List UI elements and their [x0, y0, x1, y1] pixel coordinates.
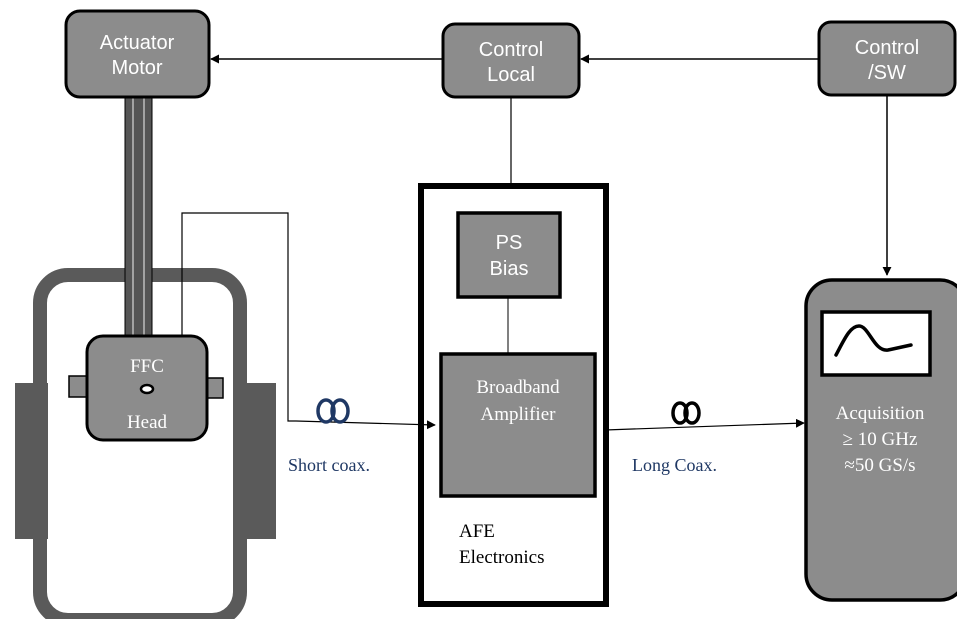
amplifier-label-2: Amplifier: [481, 404, 557, 425]
short-coax-coil-icon: [316, 398, 350, 424]
ffc-head: FFC Head: [68, 334, 224, 442]
acquisition-label-3: ≈50 GS/s: [844, 455, 915, 476]
control-local-label-2: Local: [487, 64, 535, 86]
long-coax-label: Long Coax.: [632, 455, 717, 475]
chamber-right-flange: [243, 383, 276, 539]
control-sw-label-2: /SW: [868, 62, 906, 84]
head-signal-wire: [181, 212, 296, 422]
actuator-shaft: [124, 94, 153, 341]
ffc-head-label-2: Head: [127, 412, 168, 433]
ps-bias-label-1: PS: [496, 232, 523, 254]
actuator-label-2: Motor: [111, 57, 162, 79]
afe-label-2: Electronics: [459, 547, 544, 568]
long-coax-coil-icon: [671, 401, 701, 425]
short-coax-label: Short coax.: [288, 455, 370, 475]
acquisition-label-2: ≥ 10 GHz: [843, 429, 918, 450]
head-left-tab: [68, 375, 88, 398]
ps-bias-block: PS Bias: [456, 211, 562, 299]
ps-bias-label-2: Bias: [490, 258, 529, 280]
control-local-label-1: Control: [479, 39, 543, 61]
broadband-amplifier-block: Broadband Amplifier: [439, 352, 597, 498]
control-sw-label-1: Control: [855, 37, 919, 59]
short-coax-cable: Short coax.: [288, 398, 436, 475]
afe-label-1: AFE: [459, 521, 495, 542]
amplifier-label-1: Broadband: [476, 377, 560, 398]
control-local-block: Control Local: [441, 22, 581, 99]
acquisition-block: Acquisition ≥ 10 GHz ≈50 GS/s: [804, 278, 957, 602]
actuator-label-1: Actuator: [100, 32, 175, 54]
actuator-motor-block: Actuator Motor: [64, 9, 211, 99]
control-sw-block: Control /SW: [817, 20, 957, 97]
long-coax-cable: Long Coax.: [604, 401, 805, 475]
ffc-head-label-1: FFC: [130, 356, 164, 377]
head-right-tab: [206, 377, 224, 399]
acquisition-label-1: Acquisition: [836, 403, 925, 424]
waveform-icon: [834, 324, 913, 357]
head-aperture-icon: [139, 383, 155, 395]
